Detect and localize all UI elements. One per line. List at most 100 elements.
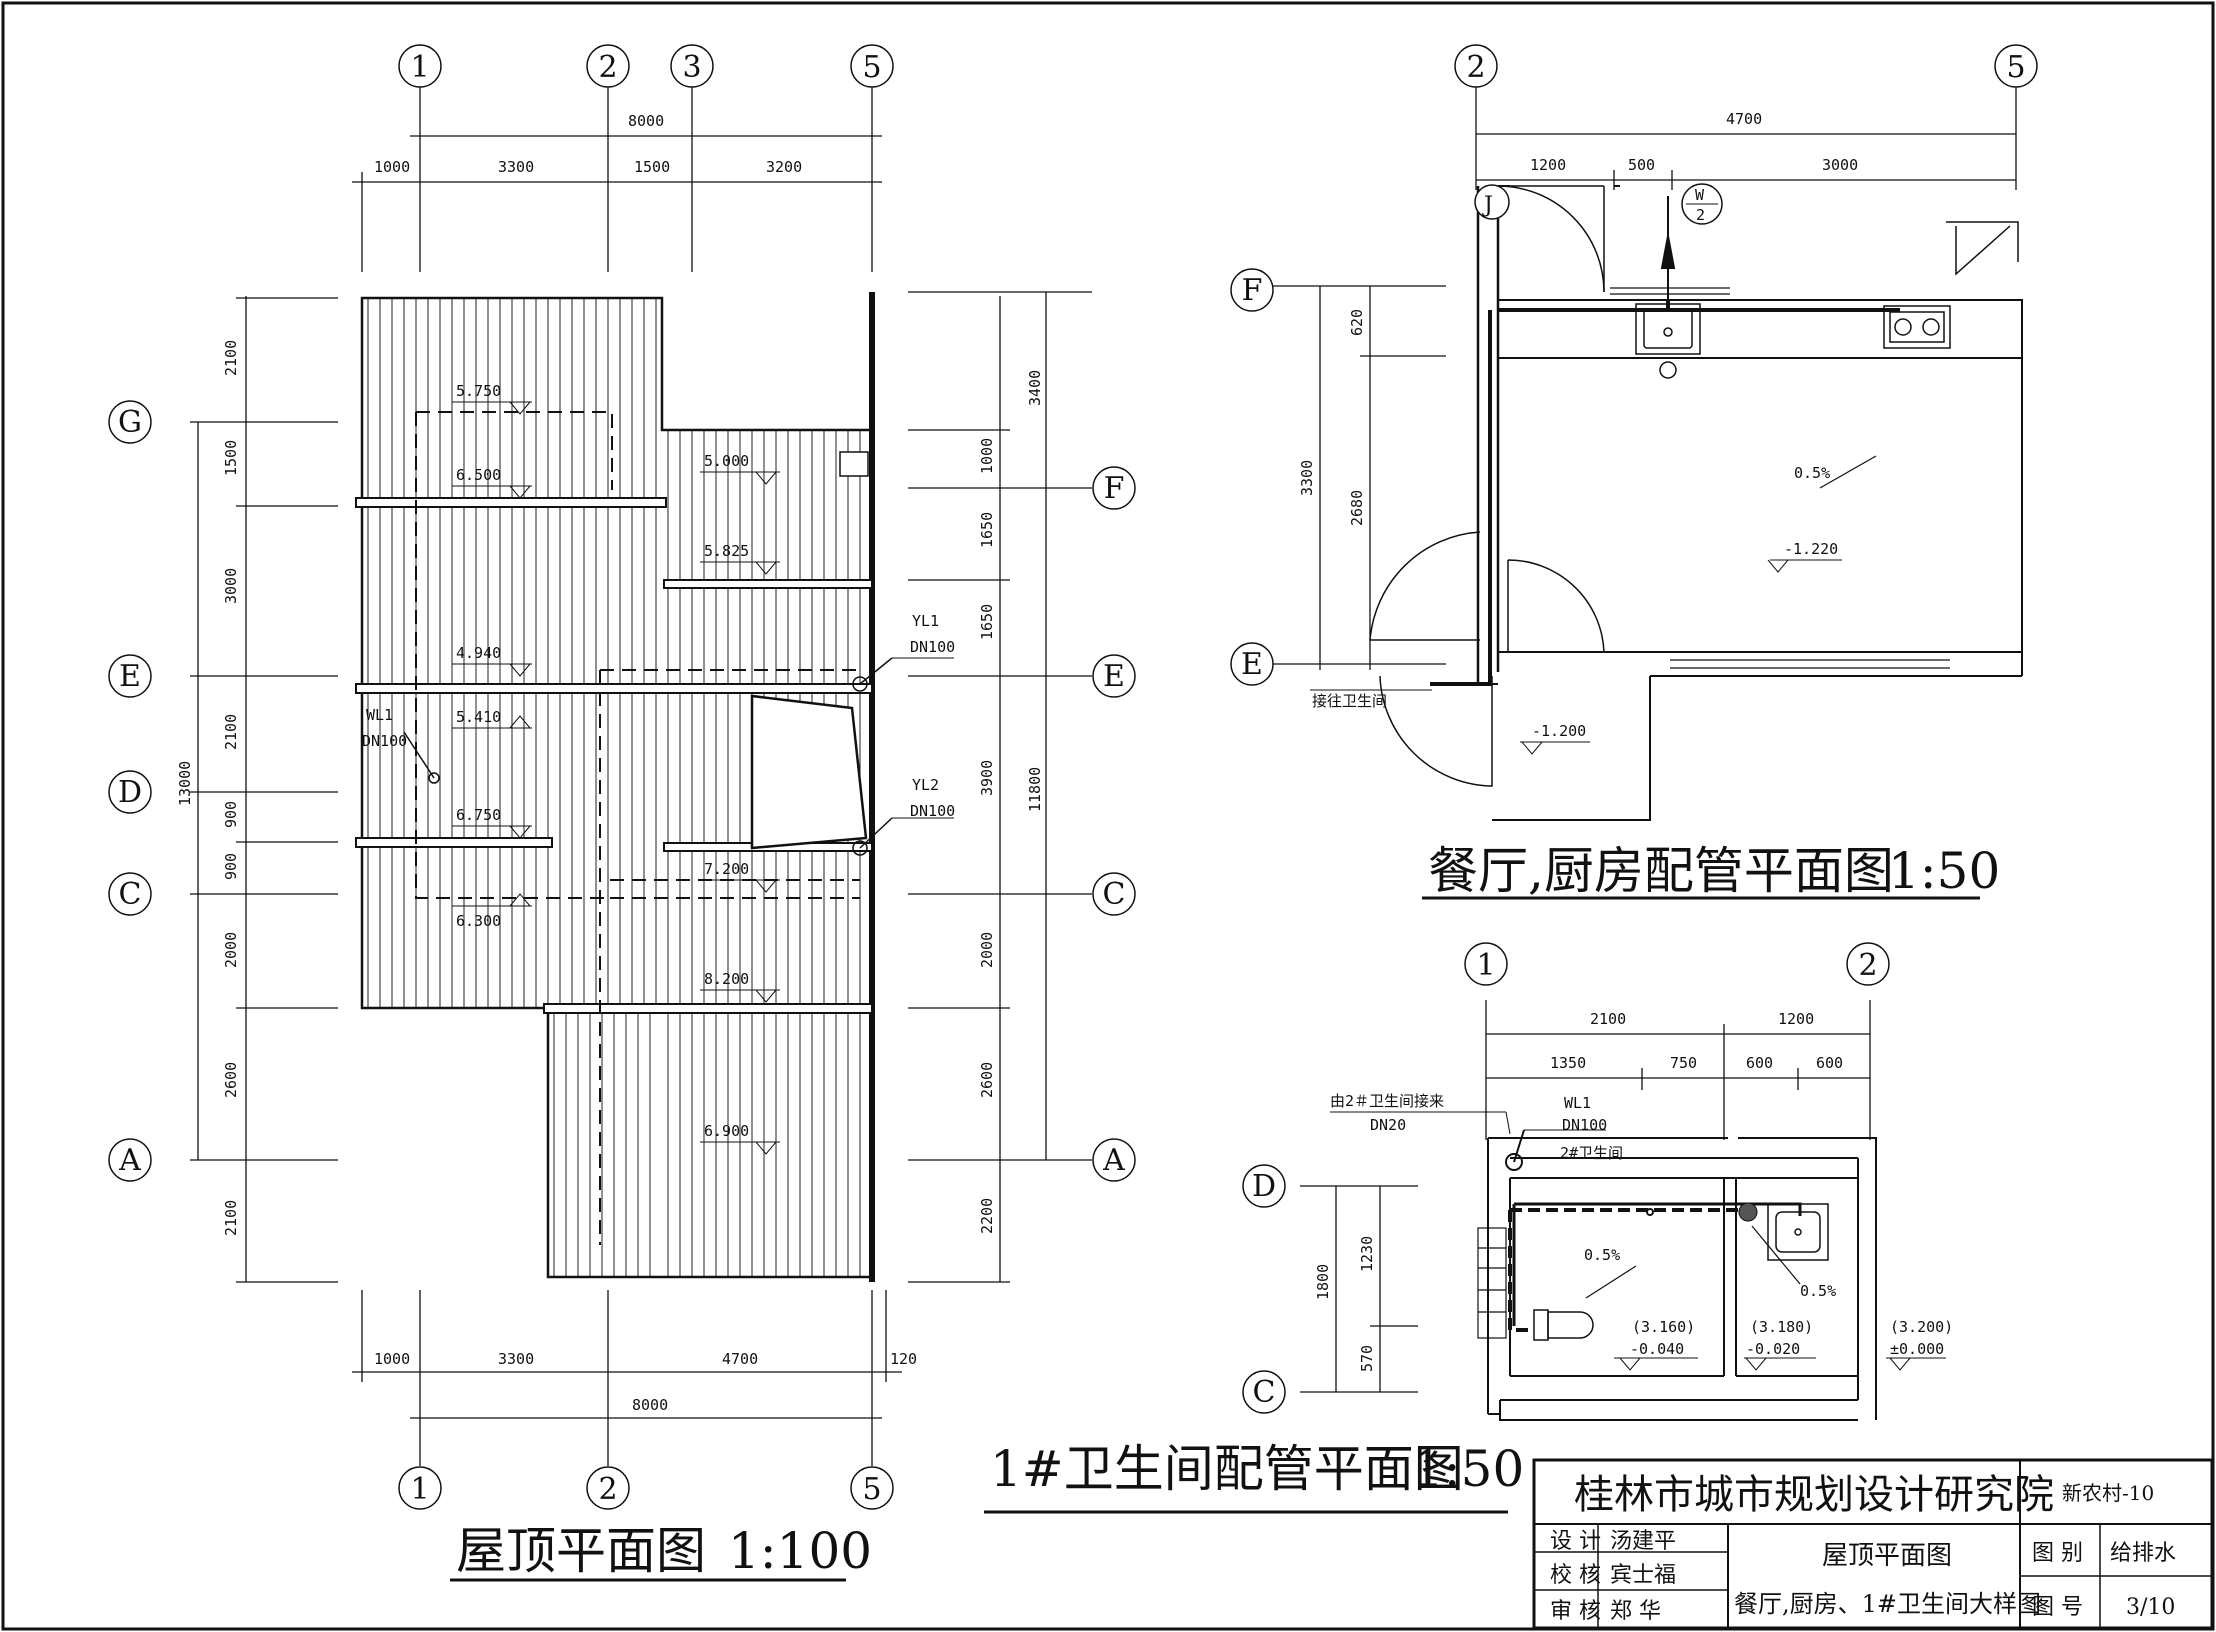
dim-right-2: 1650 xyxy=(978,512,996,548)
dim-right-6: 2600 xyxy=(978,1062,996,1098)
kitchen-level-2: -1.200 xyxy=(1532,722,1586,740)
kitchen-dim-left: 3300 xyxy=(1298,460,1316,496)
bath-pipe-size: DN100 xyxy=(1562,1116,1607,1134)
roof-scale: 1:100 xyxy=(728,1522,872,1580)
drain-yl2 xyxy=(852,840,868,856)
project-name: 新农村-10 xyxy=(2062,1481,2154,1505)
pipe-yl2-size: DN100 xyxy=(910,802,955,820)
svg-text:5.750: 5.750 xyxy=(456,382,501,400)
tag-w-den: 2 xyxy=(1696,206,1705,224)
roof-pipe-labels: YL1 DN100 YL2 DN100 WL1 DN100 xyxy=(362,612,955,820)
bath-slope-1: 0.5% xyxy=(1584,1246,1620,1264)
svg-text:6.300: 6.300 xyxy=(456,912,501,930)
kitchen-drain-pipe xyxy=(1430,300,1900,686)
pipe-wl1-id: WL1 xyxy=(366,706,393,724)
svg-text:4.940: 4.940 xyxy=(456,644,501,662)
axis-3-top: 3 xyxy=(682,50,701,85)
bath-supply xyxy=(1512,1202,1802,1326)
bath-drain xyxy=(1508,1208,1752,1332)
axis-1-bottom: 1 xyxy=(410,1472,429,1507)
kitchen-note: 接往卫生间 xyxy=(1312,692,1387,710)
axis-e-right: E xyxy=(1103,659,1125,694)
bath-dim-top-2: 1200 xyxy=(1778,1010,1814,1028)
dim-top-1: 1000 xyxy=(374,158,410,176)
bath-pipe-id: WL1 xyxy=(1564,1094,1591,1112)
svg-text:7.200: 7.200 xyxy=(704,860,749,878)
kitchen-level-1: -1.220 xyxy=(1784,540,1838,558)
bath-dim-part-1: 1350 xyxy=(1550,1054,1586,1072)
roof-dimensions xyxy=(190,78,1092,1466)
svg-text:6.900: 6.900 xyxy=(704,1122,749,1140)
roof-hatch xyxy=(367,298,861,1277)
level-mark: 6.500 xyxy=(452,466,532,499)
dim-bot-4: 120 xyxy=(890,1350,917,1368)
kitchen-dim-2: 500 xyxy=(1628,156,1655,174)
light-well xyxy=(750,694,868,850)
level-mark: 5.000 xyxy=(700,452,780,485)
svg-text:5.000: 5.000 xyxy=(704,452,749,470)
dim-top-4: 3200 xyxy=(766,158,802,176)
kitchen-dim-left-1: 620 xyxy=(1348,309,1366,336)
bath-dim-text: 2100 1200 1350 750 600 600 1800 1230 570 xyxy=(1314,1010,1843,1372)
roof-plan xyxy=(355,292,893,1282)
door-swing-right xyxy=(1507,559,1605,653)
level-mark: 7.200 xyxy=(700,860,780,893)
level-mark: 8.200 xyxy=(700,970,780,1003)
dim-left-overall: 13000 xyxy=(176,761,194,806)
bath-level-1-bot: -0.040 xyxy=(1630,1340,1684,1358)
axis-e-left: E xyxy=(119,659,141,694)
bath-axis-bubbles xyxy=(1242,942,1890,1414)
kitchen-scale: 1:50 xyxy=(1888,842,2000,900)
roof-title: 屋顶平面图 xyxy=(456,1522,706,1580)
bath-plan-title: 1#卫生间配管平面图 1:50 xyxy=(984,1440,1524,1514)
kitchen-axis-5: 5 xyxy=(2006,50,2025,85)
dim-right-outer: 3400 xyxy=(1026,370,1044,406)
axis-d-left: D xyxy=(118,775,142,810)
bath-walls xyxy=(1487,1137,1877,1420)
roof-levels: 5.750 6.500 5.000 5.825 4.940 5.410 6.75… xyxy=(452,382,780,1155)
category-label: 图 别 xyxy=(2032,1541,2083,1566)
dim-right-1: 1000 xyxy=(978,438,996,474)
dim-left-9: 2100 xyxy=(222,1200,240,1236)
axis-2-bottom: 2 xyxy=(598,1472,617,1507)
kitchen-wall-left xyxy=(1476,186,1500,684)
kitchen-axis-e: E xyxy=(1241,647,1263,682)
review-label: 审 核 xyxy=(1550,1599,1601,1624)
dim-left-1: 2100 xyxy=(222,340,240,376)
bath-axis-2: 2 xyxy=(1858,948,1877,983)
pipe-wl1-size: DN100 xyxy=(362,732,407,750)
bath-dim-left: 1800 xyxy=(1314,1264,1332,1300)
dim-bot-3: 4700 xyxy=(722,1350,758,1368)
kitchen-axis-labels: 2 5 F E xyxy=(1241,50,2026,682)
bath-axis-c: C xyxy=(1253,1375,1276,1410)
bath-dim-left-2: 570 xyxy=(1358,1345,1376,1372)
axis-2-top: 2 xyxy=(598,50,617,85)
axis-5-top: 5 xyxy=(862,50,881,85)
kitchen-slope: 0.5% xyxy=(1794,464,1830,482)
kitchen-dim-top: 4700 xyxy=(1726,110,1762,128)
bath-toilet xyxy=(1533,1309,1594,1341)
dim-top-3: 1500 xyxy=(634,158,670,176)
number-value: 3/10 xyxy=(2126,1595,2175,1620)
svg-text:8.200: 8.200 xyxy=(704,970,749,988)
svg-text:5.825: 5.825 xyxy=(704,542,749,560)
dim-right-4: 3900 xyxy=(978,760,996,796)
kitchen-plan-title: 餐厅,厨房配管平面图 1:50 xyxy=(1422,842,2000,900)
door-swing-top xyxy=(1497,185,1605,293)
dim-right-7: 2200 xyxy=(978,1198,996,1234)
bath-plan xyxy=(1477,1129,1877,1421)
tag-w-num: W xyxy=(1695,186,1705,204)
axis-5-bottom: 5 xyxy=(862,1472,881,1507)
roof-axis-bubbles xyxy=(108,44,1136,1510)
bath-dim-top-1: 2100 xyxy=(1590,1010,1626,1028)
kitchen-title: 餐厅,厨房配管平面图 xyxy=(1428,842,1894,900)
kitchen-stove xyxy=(1883,305,1951,349)
bath-level-2-bot: -0.020 xyxy=(1746,1340,1800,1358)
check-name: 宾士福 xyxy=(1610,1563,1676,1588)
door-swing-bottom xyxy=(1379,675,1493,787)
tag-j: J xyxy=(1482,193,1493,218)
roof-plan-title: 屋顶平面图 1:100 xyxy=(450,1522,872,1582)
dim-left-3: 3000 xyxy=(222,568,240,604)
